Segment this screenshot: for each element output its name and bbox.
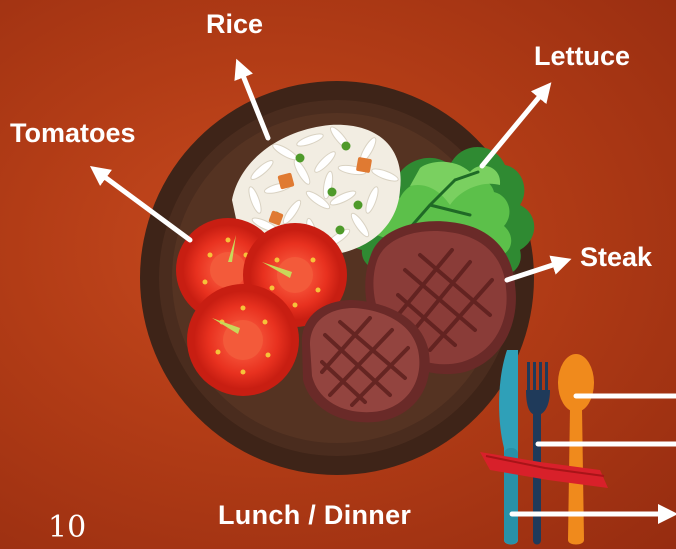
rice-label: Rice	[206, 9, 263, 40]
page-number: 10	[48, 510, 86, 545]
lettuce-label: Lettuce	[534, 41, 630, 72]
caption: Lunch / Dinner	[218, 500, 411, 531]
ribbon-icon	[480, 452, 608, 488]
fork-icon	[526, 362, 550, 545]
tomatoes-label: Tomatoes	[10, 118, 136, 149]
steak-label: Steak	[580, 242, 652, 273]
lettuce-arrow	[482, 90, 545, 166]
